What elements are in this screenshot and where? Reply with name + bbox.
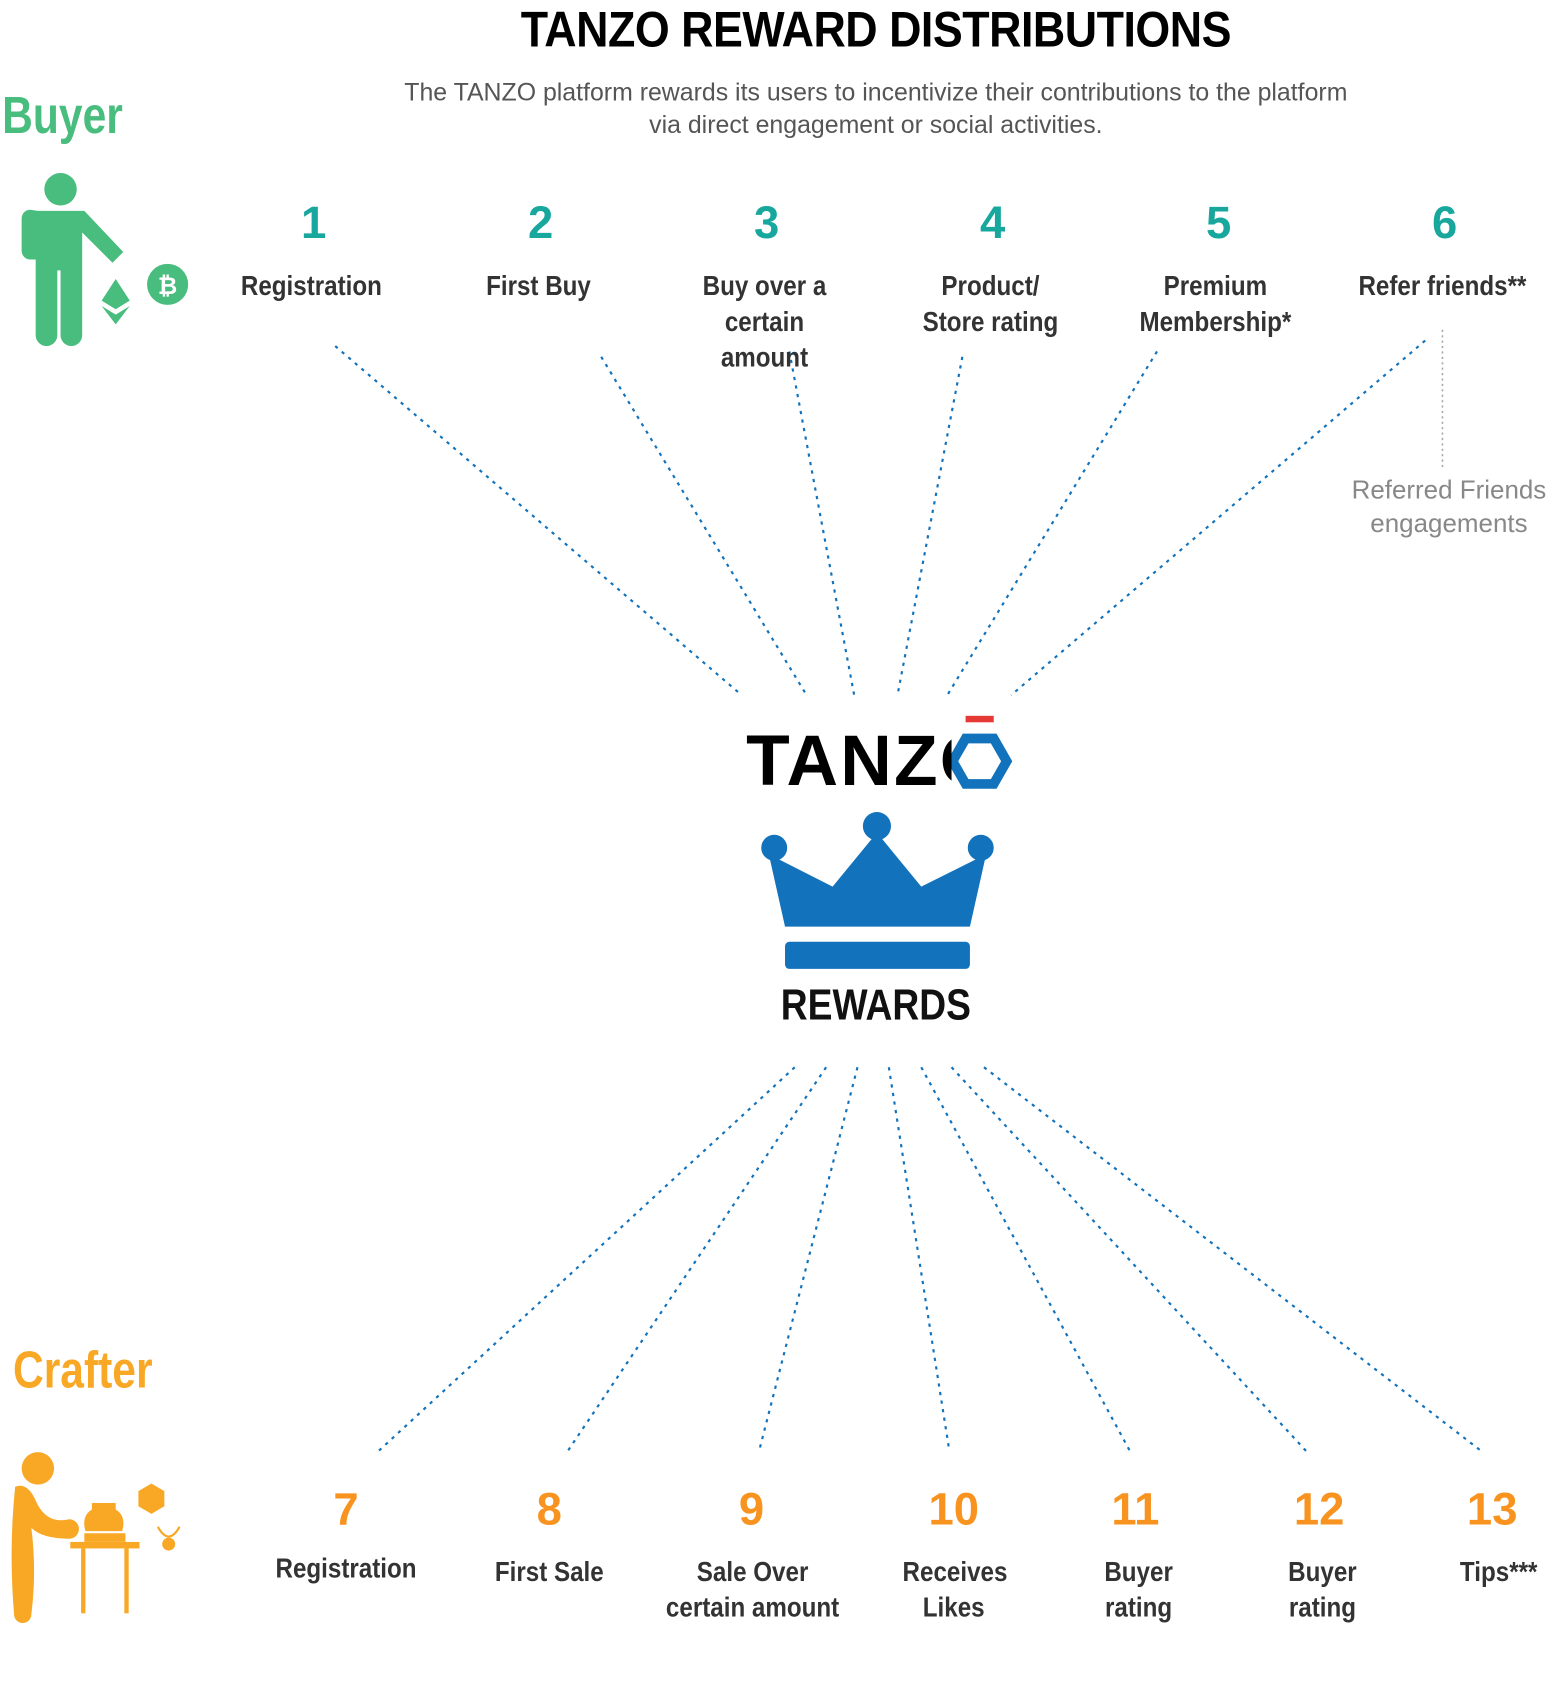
crafter-step-label: Tips*** bbox=[1459, 1554, 1538, 1588]
buyer-heading: Buyer bbox=[2, 87, 123, 145]
connector-5 bbox=[946, 350, 1158, 696]
buyer-person-icon bbox=[21, 173, 189, 347]
connector-11 bbox=[920, 1066, 1131, 1452]
buyer-step-number: 4 bbox=[979, 196, 1006, 248]
connector-12 bbox=[950, 1066, 1308, 1452]
buyer-step-label: Buy over a certain amount bbox=[702, 269, 827, 374]
buyer-step-label: First Buy bbox=[486, 269, 591, 302]
connector-4 bbox=[896, 356, 964, 696]
crafter-step-label: Buyer rating bbox=[1288, 1554, 1357, 1624]
connector-7 bbox=[377, 1066, 796, 1452]
connector-2 bbox=[600, 356, 808, 696]
crafter-step-number: 8 bbox=[536, 1483, 562, 1535]
connector-1 bbox=[334, 345, 743, 697]
rewards-label: REWARDS bbox=[780, 981, 971, 1030]
crafter-step-label: Registration bbox=[275, 1551, 417, 1585]
buyer-step-label: Premium Membership* bbox=[1139, 269, 1292, 338]
connector-9 bbox=[758, 1066, 859, 1452]
connector-8 bbox=[566, 1066, 828, 1452]
buyer-step-number: 3 bbox=[754, 196, 780, 248]
buyer-step-number: 6 bbox=[1431, 196, 1458, 248]
crafter-step-number: 12 bbox=[1293, 1483, 1345, 1535]
referred-friends-note: Referred Friends engagements bbox=[1351, 475, 1547, 539]
ethereum-icon bbox=[101, 278, 130, 325]
buyer-step-label: Registration bbox=[240, 269, 382, 302]
vase-icon bbox=[84, 1503, 126, 1542]
bitcoin-icon bbox=[147, 263, 189, 305]
gem-icon bbox=[138, 1483, 165, 1514]
logo-hexagon bbox=[947, 733, 1013, 789]
crafter-step-label: Receives Likes bbox=[902, 1554, 1008, 1624]
page-title: TANZO REWARD DISTRIBUTIONS bbox=[520, 1, 1232, 58]
crown-icon bbox=[761, 812, 994, 969]
connector-10 bbox=[887, 1067, 951, 1452]
buyer-step-number: 5 bbox=[1205, 196, 1232, 248]
crafter-person-icon bbox=[11, 1452, 181, 1624]
svg-text:₿: ₿ bbox=[158, 273, 177, 300]
tanzo-logo: TANZO bbox=[746, 720, 998, 801]
crafter-step-label: First Sale bbox=[494, 1554, 604, 1588]
buyer-step-number: 2 bbox=[528, 196, 554, 248]
crafter-step-number: 7 bbox=[333, 1483, 359, 1535]
crafter-step-label: Buyer rating bbox=[1104, 1554, 1173, 1624]
logo-accent-bar bbox=[965, 715, 994, 723]
crafter-step-number: 13 bbox=[1466, 1483, 1518, 1535]
crafter-step-label: Sale Over certain amount bbox=[665, 1554, 840, 1624]
crafter-step-number: 10 bbox=[928, 1483, 979, 1535]
connector-3 bbox=[788, 351, 856, 696]
buyer-step-label: Refer friends** bbox=[1358, 269, 1527, 302]
connector-13 bbox=[983, 1066, 1483, 1452]
buyer-step-label: Product/ Store rating bbox=[922, 269, 1059, 338]
page-subtitle: The TANZO platform rewards its users to … bbox=[404, 77, 1348, 139]
necklace-icon bbox=[156, 1526, 181, 1538]
crafter-step-number: 9 bbox=[738, 1483, 765, 1535]
crafter-heading: Crafter bbox=[12, 1341, 153, 1400]
buyer-step-number: 1 bbox=[300, 196, 327, 248]
crafter-step-number: 11 bbox=[1111, 1483, 1160, 1535]
